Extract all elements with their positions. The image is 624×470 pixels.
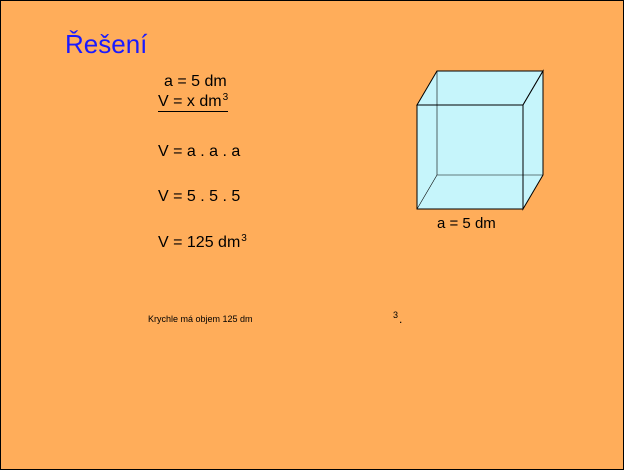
unknown-volume-line: V = x dm3: [158, 92, 229, 112]
result-exponent: 3: [241, 233, 247, 244]
cube-front-face: [416, 104, 524, 210]
answer-exponent: 3: [393, 310, 399, 320]
unknown-volume-text: V = x dm: [158, 93, 222, 110]
cube-diagram: [416, 69, 544, 211]
answer-text: Krychle má objem 125 dm: [148, 314, 253, 324]
answer-period: .: [399, 312, 403, 326]
result-text: V = 125 dm: [158, 234, 241, 251]
cube-hidden-edge-depth: [416, 174, 438, 210]
given-edge-line: a = 5 dm: [164, 73, 227, 90]
unknown-volume-exponent: 3: [222, 92, 229, 103]
result-line: V = 125 dm3: [158, 233, 247, 252]
formula-line: V = a . a . a: [158, 143, 241, 160]
unknown-volume-underlined: V = x dm3: [158, 92, 229, 112]
substitution-line: V = 5 . 5 . 5: [158, 188, 241, 205]
cube-top-face: [416, 70, 544, 106]
slide-title: Řešení: [65, 29, 148, 59]
cube-edge-label: a = 5 dm: [437, 215, 496, 232]
